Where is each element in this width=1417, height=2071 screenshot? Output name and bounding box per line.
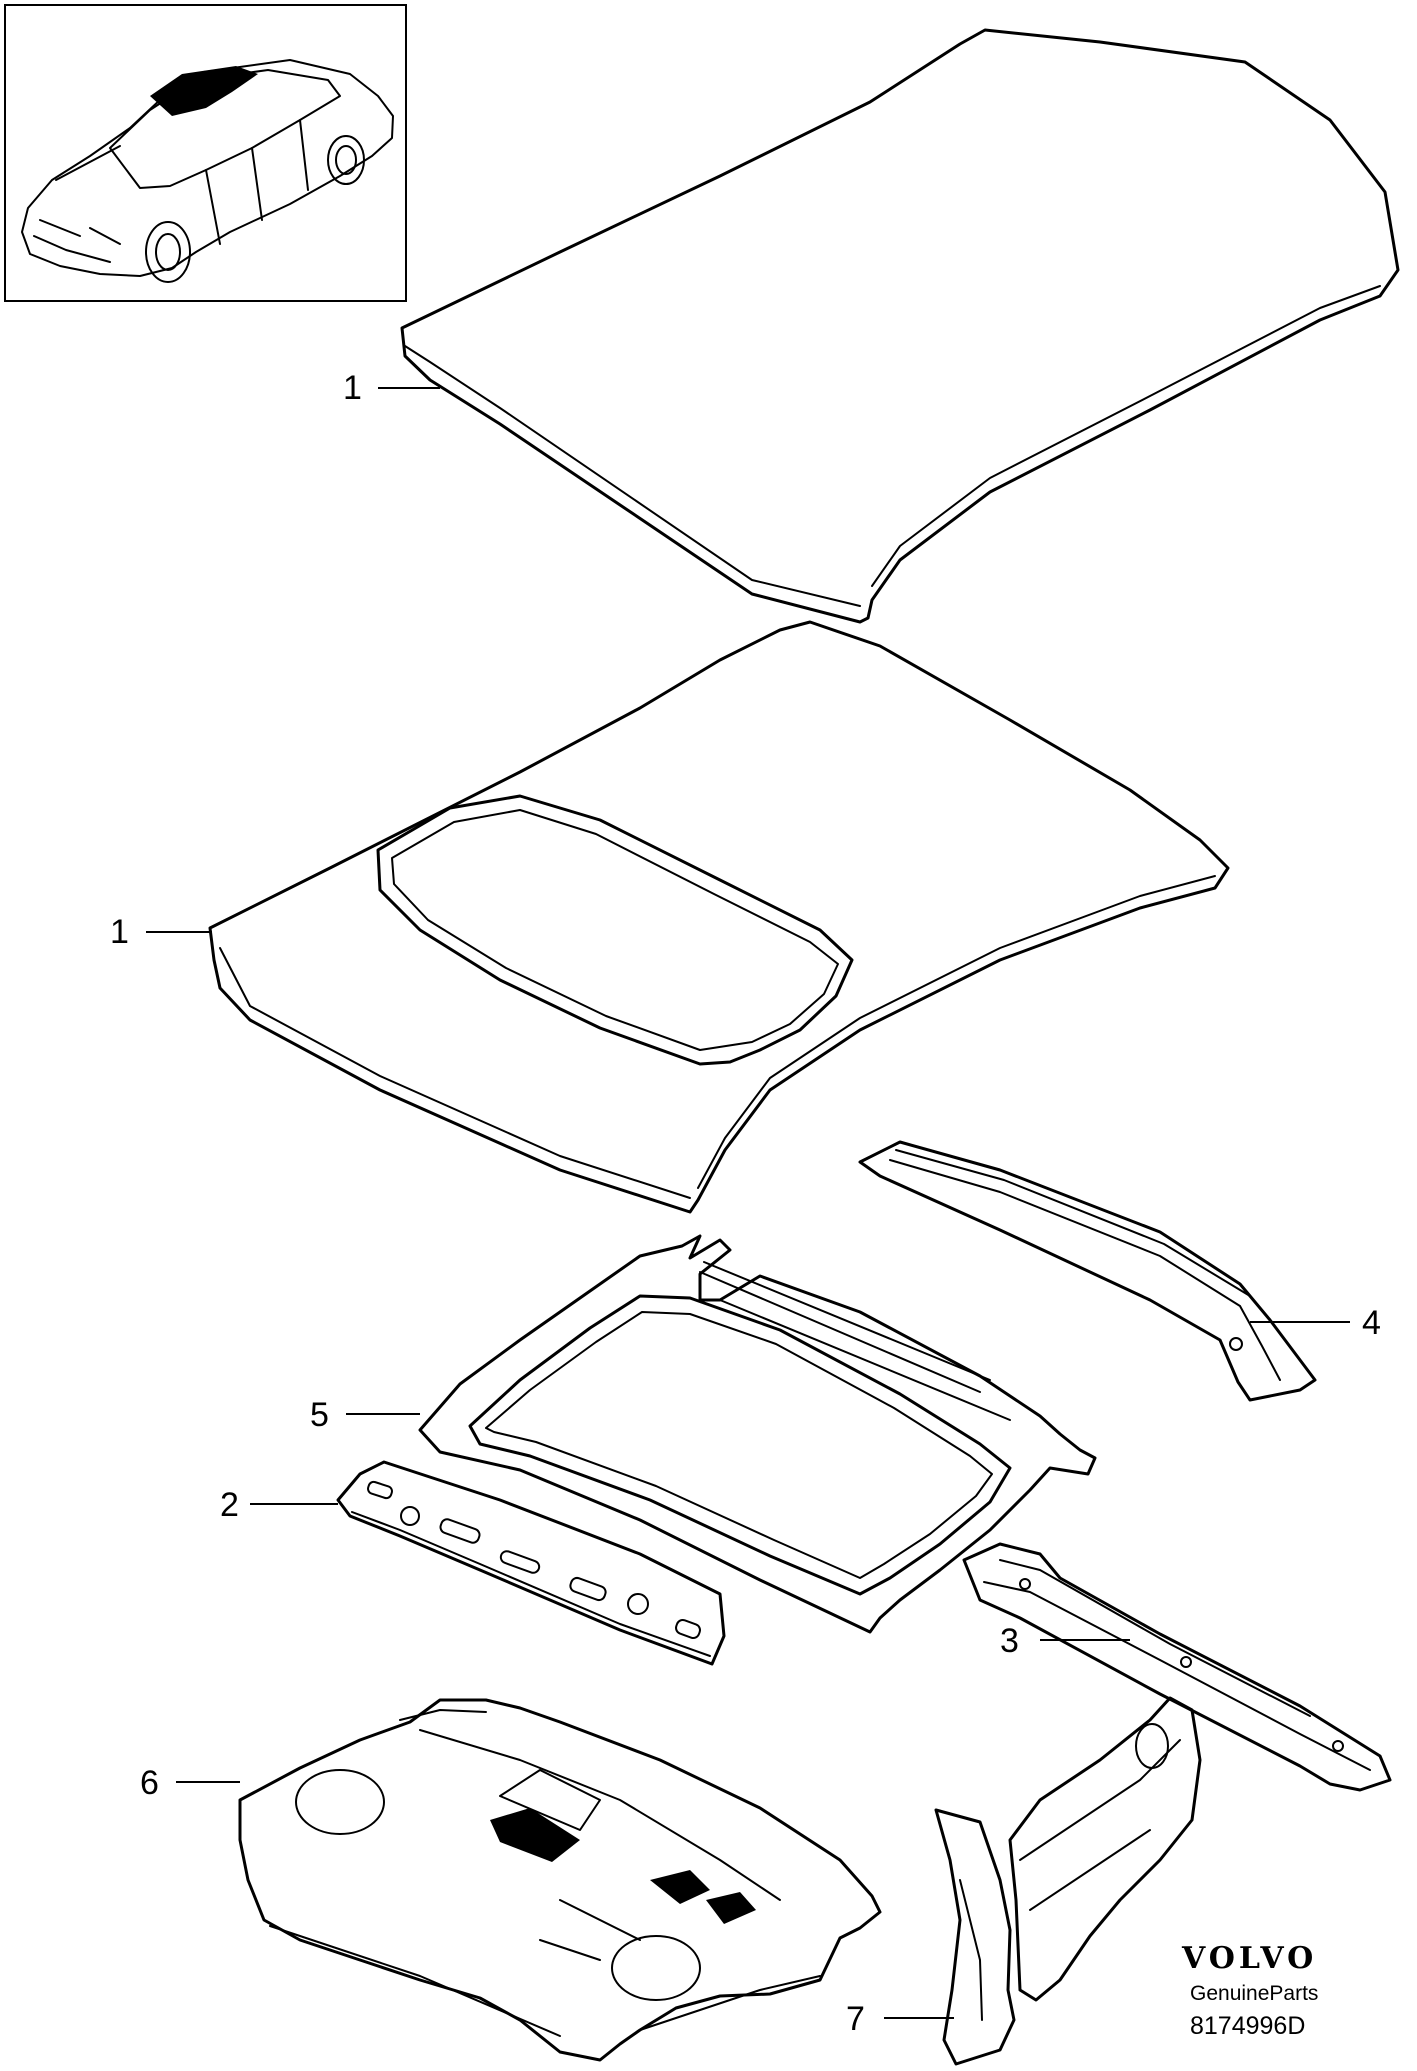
roof-panel (400, 28, 1400, 624)
roof-frame-sunroof (418, 1234, 1097, 1634)
car-sedan-icon (21, 59, 394, 283)
callout-cross-member-rear: 4 (1250, 1304, 1381, 1342)
callout-cross-member-middle: 3 (1000, 1622, 1130, 1660)
callout-roof-panel: 1 (343, 369, 440, 407)
rear-pillar-reinforcement (934, 1696, 1202, 2066)
cross-member-middle (962, 1542, 1392, 1792)
callout-number: 6 (140, 1764, 159, 1802)
callout-number: 1 (110, 913, 129, 951)
brand-tagline: GenuineParts (1190, 1982, 1318, 2005)
callout-parcel-shelf: 6 (140, 1764, 240, 1802)
callout-number: 3 (1000, 1622, 1019, 1660)
callout-roof-panel-sunroof: 1 (110, 913, 212, 951)
cross-member-front (336, 1460, 726, 1666)
roof-panel-sunroof (208, 620, 1230, 1214)
brand-logo: VOLVO (1181, 1941, 1317, 1976)
callout-cross-member-front: 2 (220, 1486, 338, 1524)
callout-number: 7 (846, 2000, 865, 2038)
callout-rear-pillar-reinforcement: 7 (846, 2000, 954, 2038)
callout-number: 4 (1362, 1304, 1381, 1342)
vehicle-thumbnail (4, 4, 407, 302)
callout-roof-frame-sunroof: 5 (310, 1396, 420, 1434)
parcel-shelf (238, 1698, 882, 2062)
diagram-code: 8174996D (1190, 2012, 1305, 2040)
callout-number: 1 (343, 369, 362, 407)
brand-block: VOLVO GenuineParts 8174996D (1181, 1941, 1318, 2040)
callout-number: 2 (220, 1486, 239, 1524)
callout-number: 5 (310, 1396, 329, 1434)
cross-member-rear (858, 1140, 1317, 1402)
